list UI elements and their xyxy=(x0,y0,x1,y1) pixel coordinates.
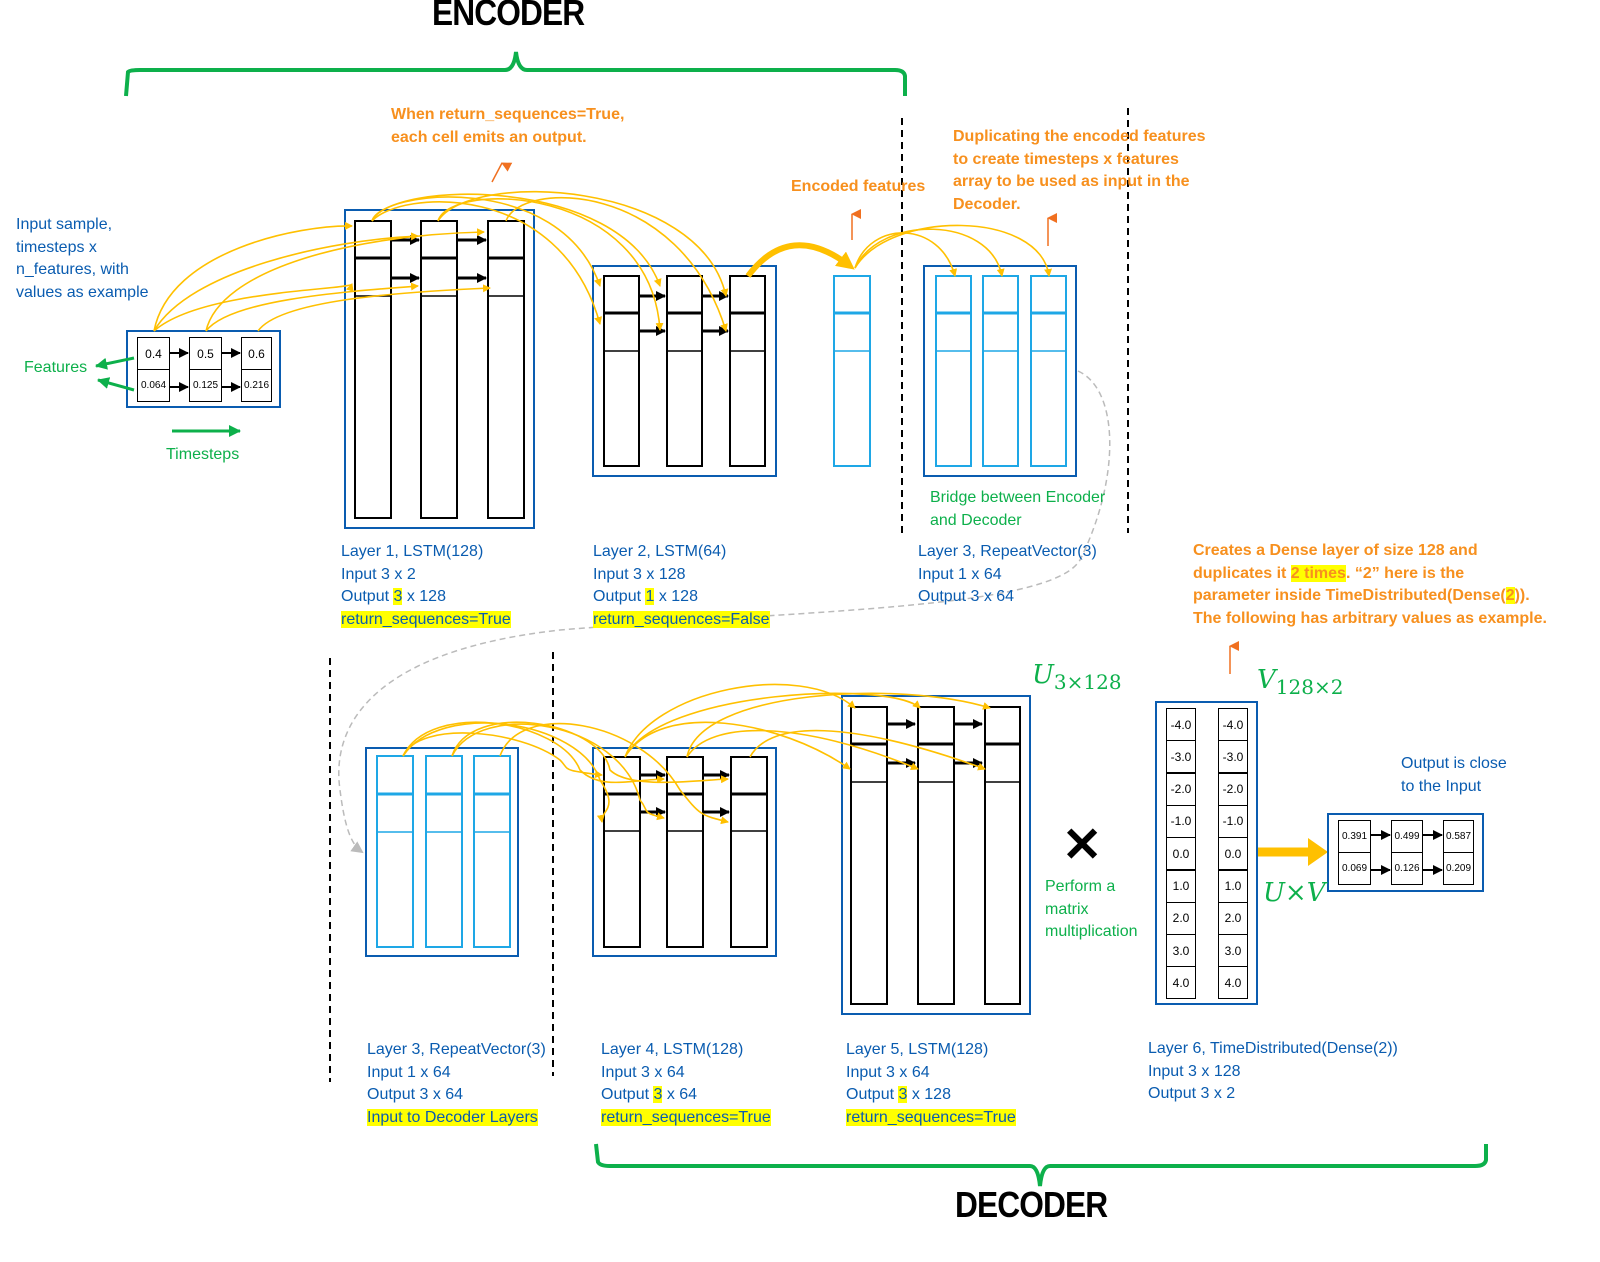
output-cell: 0.499 xyxy=(1391,820,1423,853)
dense-matrix-cell: -4.0 xyxy=(1218,708,1248,741)
encoded-features-label: Encoded features xyxy=(791,178,926,195)
return-sequences-flag: return_sequences=True xyxy=(846,1108,1016,1126)
layer3-repeatvector-decoder-box xyxy=(365,747,519,957)
layer3-label: Layer 3, RepeatVector(3) Input 1 x 64 Ou… xyxy=(918,543,1097,605)
features-arrow xyxy=(97,377,135,392)
layer5-label: Layer 5, LSTM(128) Input 3 x 64 Output 3… xyxy=(846,1041,1016,1126)
input-cell: 0.216 xyxy=(241,369,272,402)
input-cell: 0.5 xyxy=(189,337,222,370)
layer1-label: Layer 1, LSTM(128) Input 3 x 2 Output 3 … xyxy=(341,543,511,628)
input-cell: 0.4 xyxy=(137,337,170,370)
encoded-features-vector xyxy=(833,275,871,467)
dense-matrix-cell: 0.0 xyxy=(1166,837,1196,871)
features-arrow xyxy=(95,356,135,370)
dense-matrix-cell: 4.0 xyxy=(1218,966,1248,1000)
uxv-label: U×V xyxy=(1263,878,1326,908)
layer6-label: Layer 6, TimeDistributed(Dense(2)) Input… xyxy=(1148,1040,1398,1102)
output-cell: 0.587 xyxy=(1443,820,1474,853)
input-sample-caption: Input sample, timesteps x n_features, wi… xyxy=(16,216,149,301)
layer4-label: Layer 4, LSTM(128) Input 3 x 64 Output 3… xyxy=(601,1041,771,1126)
input-cell: 0.064 xyxy=(137,369,170,402)
dense-note: Creates a Dense layer of size 128 and du… xyxy=(1193,542,1547,627)
layer5-lstm-box xyxy=(841,695,1031,1015)
encoded-transfer-arrow xyxy=(745,242,855,278)
output-cell: 0.126 xyxy=(1391,852,1423,885)
output-close-label: Output is close to the Input xyxy=(1401,755,1507,795)
cell-connections-encoder xyxy=(153,190,1053,332)
dense-matrix-cell: -1.0 xyxy=(1166,804,1196,838)
dense-matrix-cell: 0.0 xyxy=(1218,837,1248,871)
multiply-icon: ✕ xyxy=(1062,819,1103,872)
u-matrix-label: U3×128 xyxy=(1032,660,1122,695)
dense-matrix-cell: -4.0 xyxy=(1166,708,1196,741)
output-cell: 0.209 xyxy=(1443,852,1474,885)
layer4-lstm-box xyxy=(592,747,777,957)
dense-matrix-cell: 2.0 xyxy=(1166,901,1196,935)
dense-matrix-cell: -2.0 xyxy=(1166,772,1196,806)
dense-matrix-cell: -1.0 xyxy=(1218,804,1248,838)
dense-matrix-cell: -3.0 xyxy=(1218,740,1248,774)
dense-matrix-cell: 2.0 xyxy=(1218,901,1248,935)
dense-matrix-cell: -2.0 xyxy=(1218,772,1248,806)
bridge-label: Bridge between Encoder and Decoder xyxy=(930,489,1106,529)
duplicating-note: Duplicating the encoded features to crea… xyxy=(953,128,1206,213)
decoder-brace xyxy=(594,1143,1488,1187)
encoder-brace xyxy=(124,51,907,97)
timesteps-label: Timesteps xyxy=(166,446,240,463)
layer1-lstm-box xyxy=(344,209,535,529)
v-matrix-label: V128×2 xyxy=(1257,665,1344,700)
return-sequences-flag: return_sequences=False xyxy=(593,610,770,628)
features-label: Features xyxy=(24,359,88,376)
output-cell: 0.391 xyxy=(1338,820,1371,853)
layer2-lstm-box xyxy=(592,265,777,477)
layer3-repeatvector-box xyxy=(923,265,1077,477)
dense-matrix-cell: 1.0 xyxy=(1166,869,1196,903)
output-cell: 0.069 xyxy=(1338,852,1371,885)
dense-matrix-cell: 4.0 xyxy=(1166,966,1196,1000)
return-sequences-note-arrow xyxy=(491,162,513,183)
return-sequences-flag: return_sequences=True xyxy=(341,610,511,628)
return-sequences-note: When return_sequences=True, each cell em… xyxy=(391,106,625,146)
dense-matrix-cell: 3.0 xyxy=(1218,934,1248,968)
dense-matrix-cell: -3.0 xyxy=(1166,740,1196,774)
dense-matrix-box xyxy=(1155,701,1258,1005)
layer3-decoder-label: Layer 3, RepeatVector(3) Input 1 x 64 Ou… xyxy=(367,1041,546,1126)
output-sample-box xyxy=(1327,813,1484,892)
matrix-mult-label: Perform a matrix multiplication xyxy=(1045,878,1138,940)
input-cell: 0.125 xyxy=(189,369,222,402)
dense-matrix-cell: 3.0 xyxy=(1166,934,1196,968)
cell-connections-decoder xyxy=(402,683,991,825)
layer2-label: Layer 2, LSTM(64) Input 3 x 128 Output 1… xyxy=(593,543,770,628)
dense-matrix-cell: 1.0 xyxy=(1218,869,1248,903)
input-cell: 0.6 xyxy=(241,337,272,370)
encoder-title: ENCODER xyxy=(432,0,585,33)
return-sequences-flag: return_sequences=True xyxy=(601,1108,771,1126)
input-sample-box xyxy=(126,330,281,408)
decoder-title: DECODER xyxy=(955,1184,1108,1225)
